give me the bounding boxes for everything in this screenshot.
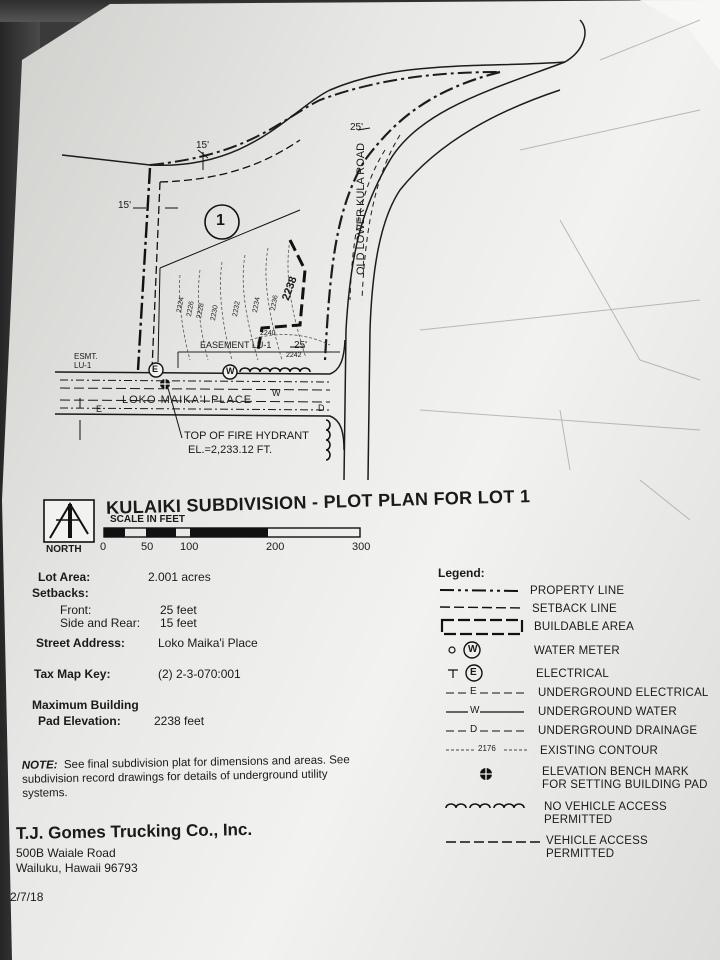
lot-area-value: 2.001 acres (148, 570, 211, 584)
legend-item-no-access: NO VEHICLE ACCESS (544, 801, 667, 813)
north-label: NORTH (46, 544, 82, 555)
legend-item-bench-mark: ELEVATION BENCH MARK (542, 766, 689, 778)
legend-electrical-letter: E (470, 667, 477, 678)
road-lines (61, 19, 586, 481)
company-address-2: Wailuku, Hawaii 96793 (16, 861, 138, 875)
legend-item-bench-mark-2: FOR SETTING BUILDING PAD (542, 779, 708, 791)
pad-elevation-label: Pad Elevation: (38, 714, 121, 728)
street (54, 339, 346, 451)
legend-item-vehicle-access: VEHICLE ACCESS (546, 835, 648, 847)
drain-line-label: D (318, 403, 325, 413)
setback-bottom-label: 25' (294, 340, 308, 351)
easement-lines (177, 351, 340, 368)
max-building-label: Maximum Building (32, 698, 139, 712)
front-value: 25 feet (160, 603, 197, 617)
legend-water-meter-symbol (463, 641, 481, 659)
legend-item-existing-contour: EXISTING CONTOUR (540, 745, 658, 757)
setback-left-label: 15' (118, 200, 132, 211)
street-address-label: Street Address: (36, 636, 125, 650)
legend-electrical-symbol (465, 664, 483, 682)
legend-item-water-meter: WATER METER (534, 645, 620, 657)
electrical-meter-icon (148, 362, 164, 378)
contour-label: 2240 (260, 330, 276, 337)
street-label: LOKO MAIKA'I PLACE (122, 394, 253, 406)
legend-item-buildable-area: BUILDABLE AREA (534, 621, 634, 633)
esmt-label: ESMT. LU-1 (74, 352, 98, 370)
side-rear-value: 15 feet (160, 616, 197, 630)
legend-title: Legend: (438, 566, 485, 580)
note-text: See final subdivision plat for dimension… (21, 754, 350, 800)
hydrant-label-1: TOP OF FIRE HYDRANT (184, 430, 309, 442)
scale-tick: 300 (352, 541, 371, 553)
tax-map-key-label: Tax Map Key: (34, 667, 111, 681)
legend-buildable-area-symbol (440, 618, 524, 636)
legend-line-d-letter: D (470, 724, 478, 735)
water-line-label: W (272, 388, 281, 398)
electric-line-label: E (96, 404, 103, 414)
legend-symbols (439, 589, 540, 843)
road-name: OLD LOWER KULA ROAD (355, 142, 367, 275)
hydrant-leader (167, 387, 183, 439)
hydrant-label-2: EL.=2,233.12 FT. (188, 444, 273, 456)
legend-bench-mark-symbol (479, 767, 493, 781)
lot-number: 1 (216, 212, 225, 229)
legend-no-access-symbol (445, 803, 525, 809)
legend-item-underground-electrical: UNDERGROUND ELECTRICAL (538, 687, 709, 699)
company-address-1: 500B Waiale Road (16, 846, 116, 860)
bench-mark-icon (159, 378, 171, 390)
legend-item-vehicle-access-2: PERMITTED (546, 848, 615, 860)
front-label: Front: (60, 603, 92, 617)
note-block: NOTE: See final subdivision plat for dim… (22, 753, 353, 801)
legend-item-underground-water: UNDERGROUND WATER (538, 706, 677, 718)
setbacks-label: Setbacks: (32, 586, 89, 600)
legend-setback-line-symbol (439, 606, 523, 609)
scale-tick: 50 (141, 541, 154, 553)
document-date: 2/7/18 (10, 890, 44, 904)
legend-item-property-line: PROPERTY LINE (530, 585, 625, 597)
setback-top-label: 15' (196, 140, 210, 151)
meter-e-label: E (152, 364, 159, 374)
water-meter-icon (222, 364, 238, 380)
buildable-area (256, 239, 307, 351)
north-arrow-icon (43, 499, 95, 543)
street-address-value: Loko Maika'i Place (158, 636, 258, 650)
meter-w-label: W (226, 366, 235, 376)
adjacent-lots (419, 19, 701, 521)
legend-line-e-letter: E (470, 686, 477, 697)
legend-item-underground-drainage: UNDERGROUND DRAINAGE (538, 725, 698, 737)
contour-lines (179, 239, 331, 361)
company-name: T.J. Gomes Trucking Co., Inc. (15, 819, 253, 844)
legend-line-w-letter: W (470, 705, 480, 716)
contour-label: 2242 (286, 352, 302, 359)
side-rear-label: Side and Rear: (60, 616, 141, 630)
lot-boundary (136, 139, 301, 371)
lot-number-circle (204, 204, 240, 240)
legend-property-line-symbol (439, 589, 523, 592)
lot-area-label: Lot Area: (38, 570, 91, 584)
scale-bar (103, 527, 361, 538)
scale-label: SCALE IN FEET (110, 514, 186, 525)
no-access-marks (239, 367, 331, 461)
note-label: NOTE: (21, 759, 58, 772)
legend-item-no-access-2: PERMITTED (544, 814, 613, 826)
legend-item-electrical: ELECTRICAL (536, 668, 609, 680)
scale-tick: 200 (266, 541, 285, 553)
scale-tick: 100 (180, 541, 199, 553)
dimension-arrows (79, 127, 371, 440)
pad-elevation-value: 2238 feet (154, 714, 205, 728)
legend-item-setback-line: SETBACK LINE (532, 603, 617, 615)
scale-tick: 0 (100, 541, 107, 553)
tax-map-key-value: (2) 2-3-070:001 (158, 667, 241, 681)
legend-water-meter-letter: W (468, 644, 478, 655)
legend-contour-value: 2176 (478, 744, 496, 753)
easement-label: EASEMENT LU-1 (200, 340, 272, 350)
setback-right-label: 25' (350, 122, 364, 133)
